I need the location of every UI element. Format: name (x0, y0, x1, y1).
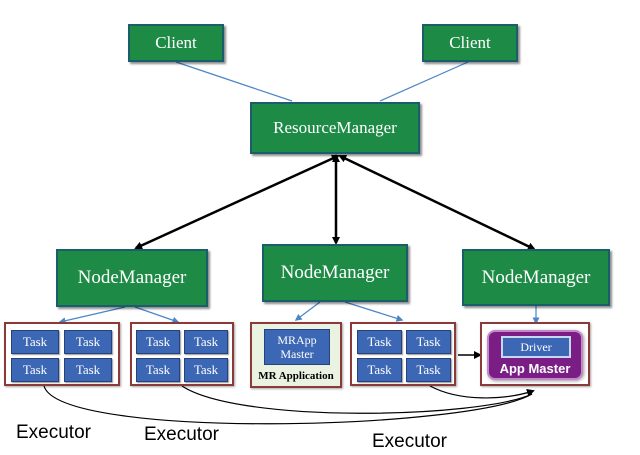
task-label: Task (22, 362, 48, 377)
task-label: Task (416, 362, 441, 377)
client-right-link (379, 61, 469, 102)
executor-label-1: Executor (16, 422, 91, 443)
driver-box: Driver (501, 336, 571, 358)
task-label: Task (416, 334, 441, 349)
node-manager-box-left: NodeManager (56, 249, 208, 307)
executor-curve-1 (43, 385, 533, 425)
task-label: Task (193, 334, 219, 349)
task-box: Task (136, 358, 180, 382)
client-box-right: Client (422, 24, 518, 62)
client-left-link (175, 61, 293, 102)
node-manager-label: NodeManager (280, 262, 390, 283)
task-box: Task (406, 330, 451, 354)
task-label: Task (75, 362, 101, 377)
mrapp-master-box: MRApp Master (264, 329, 330, 365)
client-label: Client (155, 33, 197, 52)
task-box: Task (11, 330, 59, 354)
client-box-left: Client (128, 24, 224, 62)
executor-curve-3 (429, 385, 535, 399)
task-box: Task (64, 330, 112, 354)
resource-manager-label: ResourceManager (273, 118, 397, 137)
executor-curve-2 (181, 385, 533, 414)
task-label: Task (367, 362, 392, 377)
task-label: Task (193, 362, 219, 377)
app-master-label: App Master (499, 361, 571, 376)
executor-label-2: Executor (144, 424, 219, 445)
mrapp-master-line2: Master (280, 347, 314, 361)
task-box: Task (357, 358, 402, 382)
container-cluster-5: Driver App Master (480, 322, 590, 386)
task-box: Task (64, 358, 112, 382)
executor-label-3: Executor (372, 431, 447, 452)
task-label: Task (22, 334, 48, 349)
rm-nm-left-arrow (134, 154, 340, 250)
task-label: Task (145, 334, 171, 349)
mr-application-label: MR Application (258, 370, 334, 382)
task-box: Task (184, 358, 228, 382)
container-cluster-3: MRApp Master MR Application (250, 322, 342, 388)
container-cluster-4: Task Task Task Task (350, 322, 456, 386)
task-box: Task (357, 330, 402, 354)
node-manager-box-middle: NodeManager (262, 244, 408, 302)
rm-nm-right-arrow (338, 154, 536, 251)
task-label: Task (367, 334, 392, 349)
container-cluster-2: Task Task Task Task (130, 322, 234, 386)
nm1-cluster2-link (134, 306, 180, 324)
nm1-cluster1-link (58, 306, 126, 325)
task-box: Task (184, 330, 228, 354)
task-label: Task (145, 362, 171, 377)
nm2-cluster3-link (294, 301, 321, 321)
task-box: Task (406, 358, 451, 382)
container-cluster-1: Task Task Task Task (4, 322, 120, 386)
client-label: Client (449, 33, 491, 52)
node-manager-box-right: NodeManager (462, 249, 610, 306)
task-label: Task (75, 334, 101, 349)
task-box: Task (11, 358, 59, 382)
mrapp-master-line1: MRApp (277, 333, 317, 347)
resource-manager-box: ResourceManager (250, 102, 420, 154)
nm2-cluster4-link (344, 301, 404, 322)
node-manager-label: NodeManager (481, 266, 591, 288)
app-master-box: Driver App Master (487, 330, 583, 380)
node-manager-label: NodeManager (77, 267, 187, 288)
task-box: Task (136, 330, 180, 354)
driver-label: Driver (520, 339, 552, 354)
